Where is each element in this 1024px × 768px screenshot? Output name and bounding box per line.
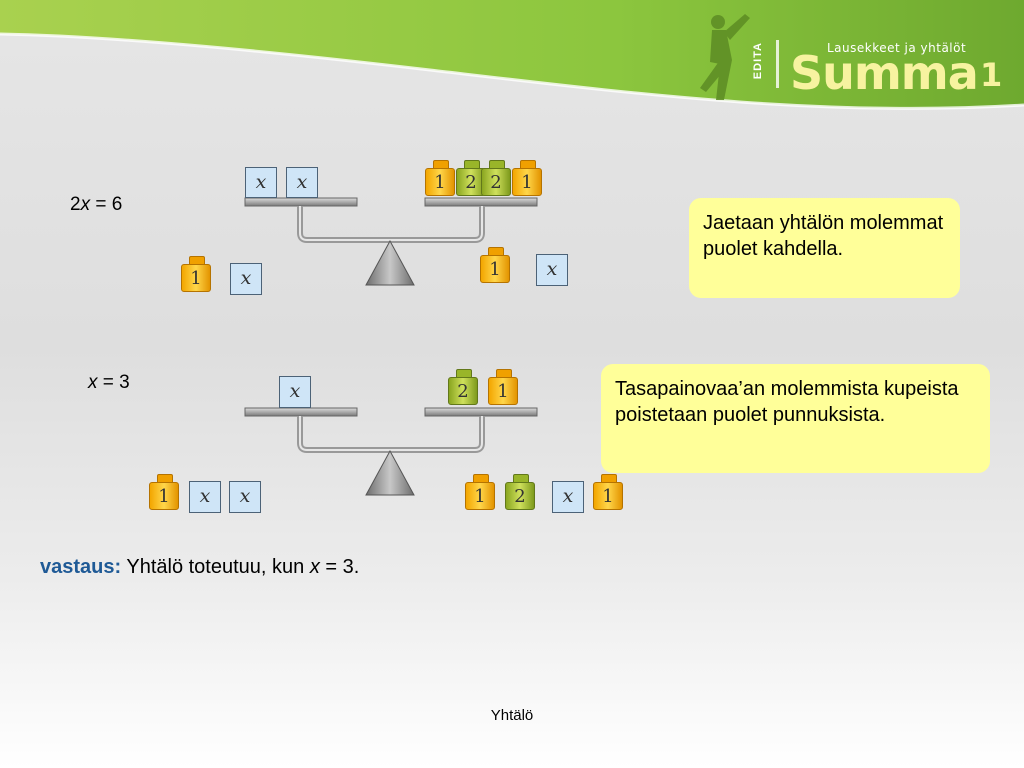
equation-var: x <box>88 372 98 393</box>
note-step2: Tasapainovaa’an molemmista kupeista pois… <box>601 364 990 473</box>
weight-2: 2 <box>448 369 478 407</box>
equation-var: x <box>80 194 91 215</box>
answer-var: x <box>309 556 320 578</box>
removed-weight-1: 1 <box>149 474 179 512</box>
removed-weight-2: 2 <box>505 474 535 512</box>
brand-subtitle: Lausekkeet ja yhtälöt <box>827 41 967 55</box>
publisher-logo: EDITA <box>752 42 764 80</box>
removed-weight-1: 1 <box>465 474 495 512</box>
note-step1: Jaetaan yhtälön molemmat puolet kahdella… <box>689 198 960 298</box>
removed-block-x: x <box>230 263 262 295</box>
answer-text-after: = 3. <box>319 556 360 578</box>
unknown-block-x: x <box>286 167 318 198</box>
answer-line: vastaus: Yhtälö toteutuu, kun x = 3. <box>40 556 359 579</box>
removed-weight-1: 1 <box>181 256 211 294</box>
brand-name: Summa <box>790 46 979 100</box>
header-banner <box>0 0 1024 110</box>
removed-block-x: x <box>229 481 261 513</box>
answer-label: vastaus: <box>40 556 122 578</box>
equation-step2: x = 3 <box>88 372 130 394</box>
equation-rest: = 3 <box>97 372 130 393</box>
balance-scale-step1 <box>244 197 538 286</box>
balance-scale-step2 <box>244 407 538 496</box>
weight-1: 1 <box>425 160 455 198</box>
unknown-block-x: x <box>245 167 277 198</box>
removed-weight-1: 1 <box>593 474 623 512</box>
brand-number: 1 <box>980 56 1003 94</box>
equation-rest: = 6 <box>90 194 123 215</box>
footer-title: Yhtälö <box>490 707 534 724</box>
removed-block-x: x <box>536 254 568 286</box>
climber-silhouette-icon <box>700 14 750 100</box>
answer-text-before: Yhtälö toteutuu, kun <box>121 556 310 578</box>
weight-2: 2 <box>481 160 511 198</box>
equation-step1: 2x = 6 <box>70 194 122 216</box>
weight-1: 1 <box>512 160 542 198</box>
equation-coef: 2 <box>70 194 81 215</box>
weight-1: 1 <box>488 369 518 407</box>
removed-weight-1: 1 <box>480 247 510 285</box>
removed-block-x: x <box>552 481 584 513</box>
removed-block-x: x <box>189 481 221 513</box>
unknown-block-x: x <box>279 376 311 408</box>
